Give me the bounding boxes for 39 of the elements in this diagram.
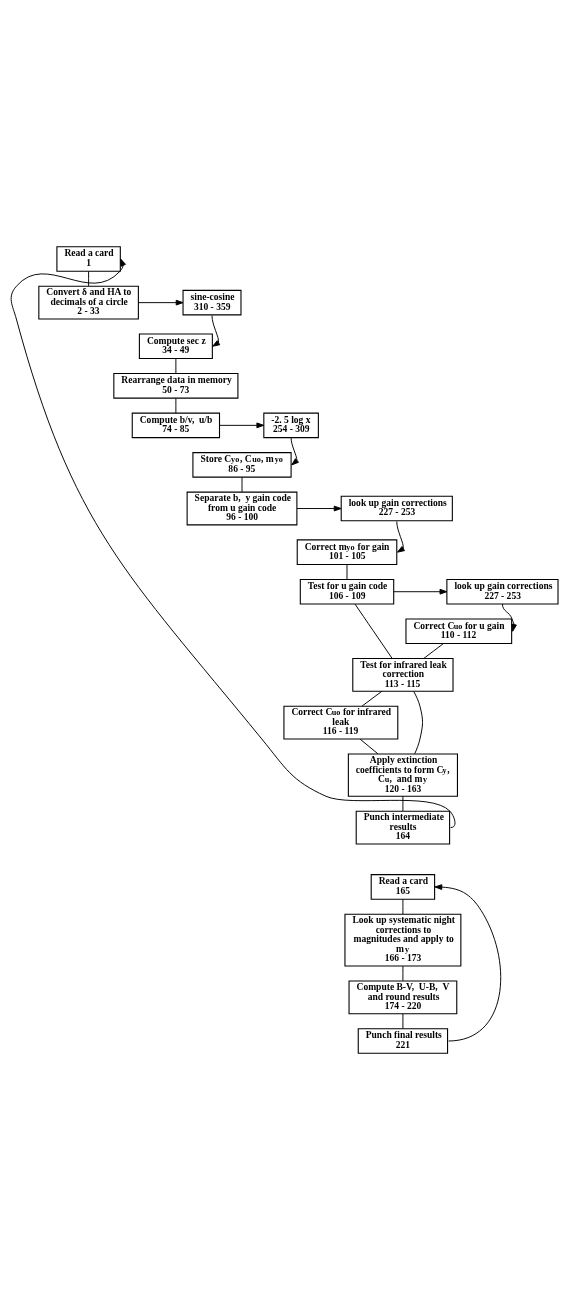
node-box: Punch intermediate results 164	[355, 810, 451, 845]
arrow	[219, 422, 265, 429]
node-box: Test for u gain code 106 - 109	[299, 578, 395, 605]
node-box: look up gain corrections 227 - 253	[446, 578, 559, 605]
node-box: Read a card 165	[370, 874, 436, 900]
node-box: Compute B-V, U-B, V and round results 174 - 220	[348, 980, 458, 1015]
arrow	[290, 437, 299, 466]
connector	[402, 1013, 404, 1029]
node-box: Separate b, y gain code from u gain code 96 - 100	[186, 491, 298, 526]
connector	[361, 690, 383, 707]
arrow	[501, 603, 517, 632]
connector	[354, 603, 393, 659]
connector	[88, 271, 90, 287]
connector	[423, 643, 444, 659]
node-box: Compute sec z 34 - 49	[138, 333, 213, 360]
node-box: Compute b/v, u/b 74 - 85	[131, 412, 221, 439]
node-box: Punch final results 221	[357, 1028, 449, 1054]
connector	[175, 397, 177, 414]
connector	[402, 898, 404, 915]
node-box: Rearrange data in memory 50 - 73	[113, 373, 239, 399]
node-box: Convert δ and HA to decimals of a circle 2 - 33	[38, 285, 139, 320]
connector	[175, 358, 177, 374]
connector	[346, 564, 348, 580]
connector	[413, 691, 423, 755]
node-box: -2. 5 log x 254 - 309	[263, 412, 319, 439]
arrow	[138, 299, 184, 306]
arrow	[296, 505, 342, 512]
arrow	[396, 521, 405, 553]
connector	[402, 965, 404, 982]
connector	[402, 795, 404, 812]
node-box: Read a card 1	[56, 246, 121, 272]
node-box: look up gain corrections 227 - 253	[340, 495, 453, 522]
connector	[241, 476, 243, 493]
node-box: Test for infrared leak correction 113 - 115	[352, 657, 454, 692]
arrow	[211, 315, 221, 347]
arrow	[393, 588, 448, 595]
connector	[359, 738, 379, 755]
arrow	[434, 884, 502, 1042]
node-box: sine-cosine 310 - 359	[182, 289, 242, 316]
